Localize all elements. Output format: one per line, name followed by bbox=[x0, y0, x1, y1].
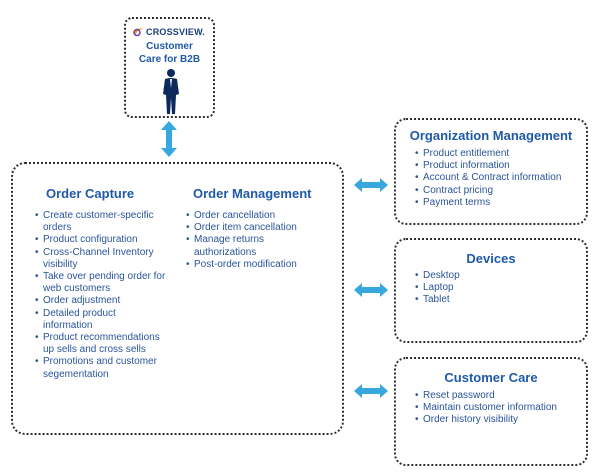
list-item: Laptop bbox=[415, 282, 587, 294]
customer-care-list: Reset passwordMaintain customer informat… bbox=[415, 390, 587, 427]
card-title-line1: Customer bbox=[146, 41, 193, 52]
list-item: Order item cancellation bbox=[186, 222, 336, 234]
organization-management-box: Organization Management Product entitlem… bbox=[394, 118, 588, 225]
list-item: Order adjustment bbox=[35, 295, 185, 307]
list-item: Payment terms bbox=[415, 197, 587, 209]
organization-management-list: Product entitlementProduct informationAc… bbox=[415, 148, 587, 209]
customer-care-box: Customer Care Reset passwordMaintain cus… bbox=[394, 357, 588, 466]
list-item: Create customer-specific bbox=[35, 210, 185, 222]
list-item: Manage returns bbox=[186, 234, 336, 246]
crossview-customer-care-card: CROSSVIEW. Customer Care for B2B bbox=[124, 17, 215, 118]
list-item: Desktop bbox=[415, 270, 587, 282]
devices-box: Devices DesktopLaptopTablet bbox=[394, 238, 588, 343]
crossview-swoosh-icon bbox=[133, 28, 144, 37]
list-item: Account & Contract information bbox=[415, 172, 587, 184]
list-item: Product configuration bbox=[35, 234, 185, 246]
order-management-heading: Order Management bbox=[193, 186, 312, 201]
devices-double-arrow bbox=[354, 283, 388, 297]
list-item: Order history visibility bbox=[415, 414, 587, 426]
list-item: segementation bbox=[43, 368, 109, 380]
care-double-arrow bbox=[354, 384, 388, 398]
order-capture-list: Create customer-specificordersProduct co… bbox=[35, 210, 185, 381]
list-item: Reset password bbox=[415, 390, 587, 402]
org-double-arrow bbox=[354, 178, 388, 192]
organization-management-heading: Organization Management bbox=[409, 128, 573, 143]
list-item: Product entitlement bbox=[415, 148, 587, 160]
devices-list: DesktopLaptopTablet bbox=[415, 270, 587, 307]
list-item: Maintain customer information bbox=[415, 402, 587, 414]
list-item: Product recommendations bbox=[35, 332, 185, 344]
list-item: Detailed product bbox=[35, 308, 185, 320]
list-item: information bbox=[43, 319, 93, 331]
customer-care-heading: Customer Care bbox=[444, 370, 538, 385]
list-item: visibility bbox=[43, 258, 78, 270]
order-management-list: Order cancellationOrder item cancellatio… bbox=[186, 210, 336, 271]
devices-heading: Devices bbox=[466, 251, 516, 266]
list-item: Take over pending order for bbox=[35, 271, 185, 283]
list-item: Cross-Channel Inventory bbox=[35, 247, 185, 259]
crossview-logo: CROSSVIEW. bbox=[132, 27, 205, 37]
list-item: Promotions and customer bbox=[35, 356, 185, 368]
card-title-line2: Care for B2B bbox=[138, 54, 201, 65]
brand-name: CROSSVIEW. bbox=[146, 27, 206, 37]
vertical-double-arrow bbox=[161, 121, 177, 157]
list-item: Contract pricing bbox=[415, 185, 587, 197]
list-item: authorizations bbox=[194, 246, 257, 258]
list-item: Order cancellation bbox=[186, 210, 336, 222]
order-main-box: Order Capture Create customer-specificor… bbox=[11, 162, 344, 435]
list-item: web customers bbox=[43, 283, 111, 295]
list-item: Tablet bbox=[415, 294, 587, 306]
order-capture-heading: Order Capture bbox=[46, 186, 135, 201]
list-item: orders bbox=[43, 222, 72, 234]
card-title: Customer Care for B2B bbox=[126, 40, 213, 66]
list-item: Post-order modification bbox=[186, 259, 336, 271]
list-item: up sells and cross sells bbox=[43, 344, 146, 356]
business-person-icon bbox=[163, 69, 179, 114]
list-item: Product information bbox=[415, 160, 587, 172]
